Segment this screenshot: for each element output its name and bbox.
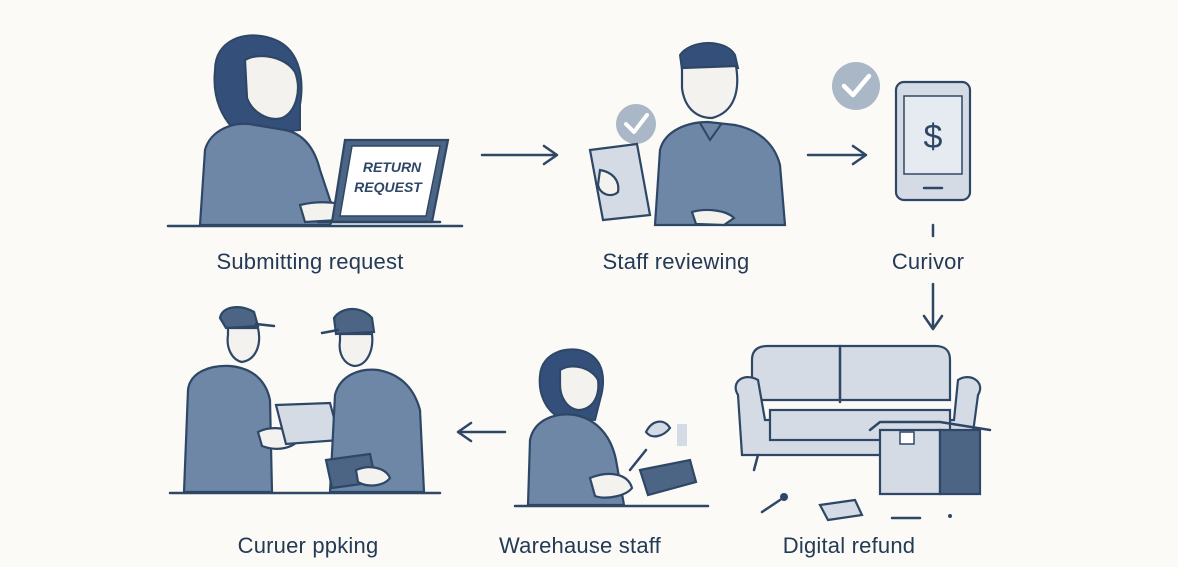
warehouse-staff-illustration	[513, 348, 710, 508]
laptop-screen-line1: RETURN	[363, 159, 422, 175]
step-label-warehouse-staff: Warehause staff	[499, 533, 661, 558]
arrow-right-icon	[806, 144, 868, 166]
curivor-illustration	[832, 62, 972, 202]
arrow-left-icon	[456, 421, 507, 443]
step-label-staff-reviewing: Staff reviewing	[602, 249, 750, 274]
laptop-screen-line2: REQUEST	[354, 179, 423, 195]
step-label-digital-refund: Digital refund	[782, 533, 916, 558]
step-label-curivor: Curivor	[891, 249, 965, 274]
submitting-request-illustration	[166, 34, 464, 228]
arrow-down-icon	[922, 282, 944, 331]
check-badge-icon	[832, 62, 880, 110]
staff-reviewing-illustration	[588, 42, 787, 227]
digital-refund-illustration	[734, 344, 992, 522]
step-label-submitting-request: Submitting request	[216, 249, 404, 274]
arrow-right-icon	[480, 144, 559, 166]
check-badge-icon	[616, 104, 656, 144]
courier-picking-illustration	[168, 306, 442, 495]
dollar-icon: $	[924, 118, 943, 156]
step-label-courier-picking: Curuer ppking	[237, 533, 379, 558]
